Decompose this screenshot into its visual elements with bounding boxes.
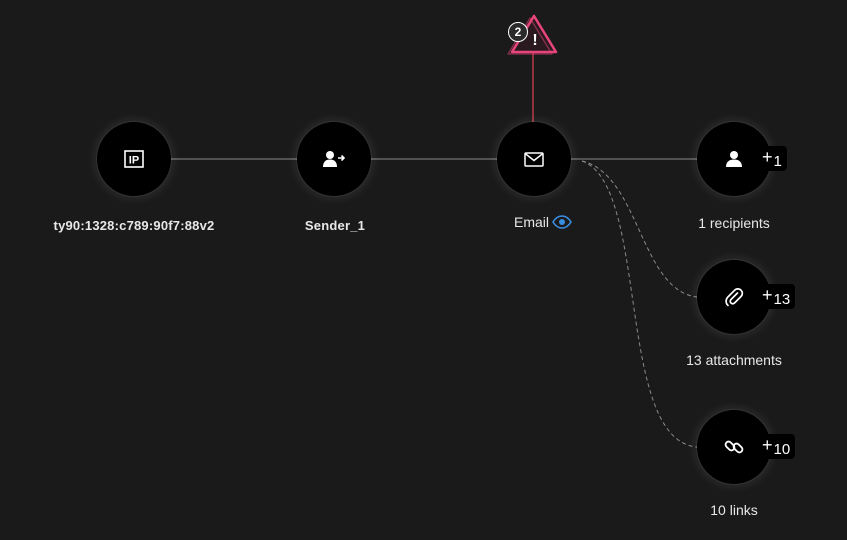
node-email-label-wrap: Email <box>514 214 572 230</box>
node-recipients[interactable] <box>697 122 771 196</box>
attachments-count-badge[interactable]: +13 <box>757 284 796 309</box>
node-sender-label: Sender_1 <box>304 218 366 233</box>
user-icon <box>726 151 742 167</box>
node-recipients-label: 1 recipients <box>698 215 770 231</box>
edge-email-links <box>581 160 698 448</box>
paperclip-icon <box>725 288 744 307</box>
user-arrow-icon <box>323 151 346 167</box>
node-links-label: 10 links <box>710 502 758 518</box>
envelope-icon <box>524 151 544 167</box>
recipients-count-badge[interactable]: +1 <box>757 146 787 171</box>
alert-warning[interactable]: ! 2 <box>504 12 560 56</box>
eye-icon[interactable] <box>552 215 572 230</box>
node-attachments-label: 13 attachments <box>686 352 782 368</box>
svg-text:IP: IP <box>129 155 139 167</box>
ip-icon: IP <box>124 150 144 168</box>
node-sender[interactable] <box>297 122 371 196</box>
node-email-label: Email <box>513 214 550 230</box>
links-count-badge[interactable]: +10 <box>757 434 796 459</box>
node-ip-label: ty90:1328:c789:90f7:88v2 <box>53 218 215 233</box>
edge-email-attachments <box>581 160 698 298</box>
node-ip[interactable]: IP <box>97 122 171 196</box>
node-email[interactable] <box>497 122 571 196</box>
alert-count-badge: 2 <box>508 22 528 42</box>
link-icon <box>724 440 744 454</box>
alert-symbol: ! <box>532 32 537 49</box>
